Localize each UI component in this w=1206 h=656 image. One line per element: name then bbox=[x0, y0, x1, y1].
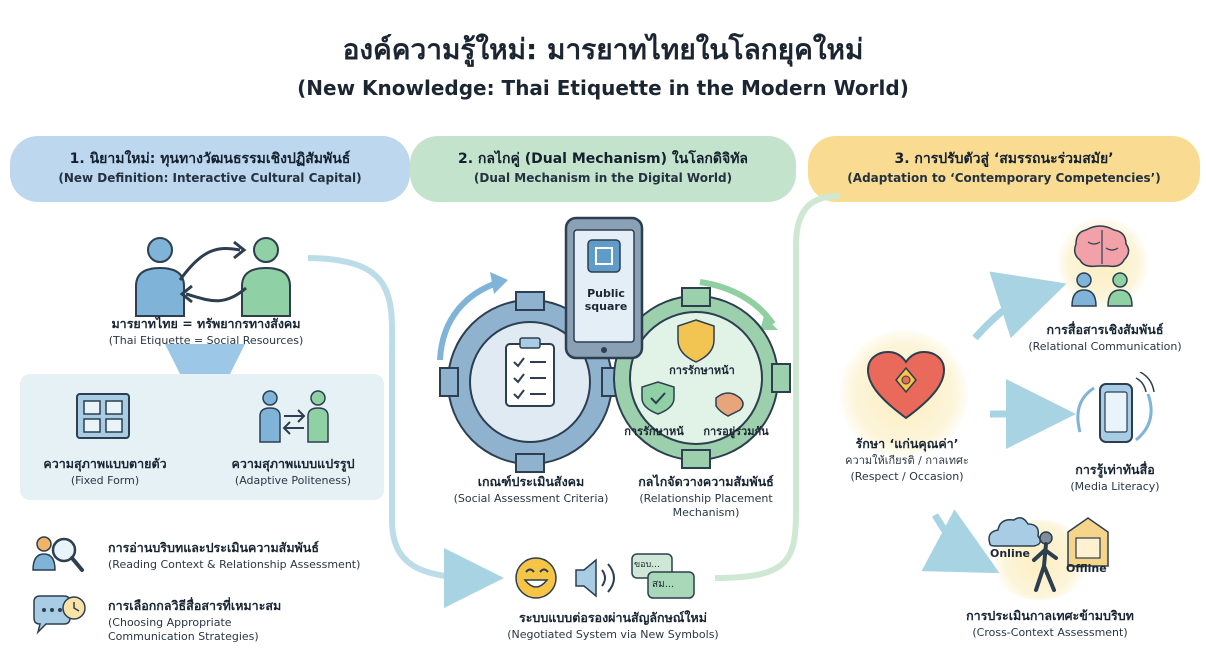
fixed-form-label-en: (Fixed Form) bbox=[70, 474, 140, 487]
core-value-label: รักษา ‘แก่นคุณค่า’ bbox=[855, 436, 959, 451]
choosing-strategies-label: การเลือกกลวิธีสื่อสารที่เหมาะสม bbox=[108, 598, 282, 613]
coexistence-label: การอยู่ร่วมกัน bbox=[703, 425, 769, 438]
connector-1-to-2 bbox=[304, 255, 504, 608]
fixed-grid-icon bbox=[76, 393, 130, 439]
section-1-title: 1. นิยามใหม่: ทุนทางวัฒนธรรมเชิงปฏิสัมพั… bbox=[69, 151, 351, 167]
bubble-text-1: ขอบ... bbox=[634, 560, 660, 570]
core-value-sub-en: (Respect / Occasion) bbox=[850, 470, 964, 483]
adaptive-label-en: (Adaptive Politeness) bbox=[234, 474, 352, 487]
adaptive-label: ความสุภาพแบบแปรรูป bbox=[231, 456, 355, 471]
cross-context-label: การประเมินกาลเทศะข้ามบริบท bbox=[966, 608, 1134, 623]
chat-bubbles-icon bbox=[631, 553, 695, 599]
media-literacy-label-en: (Media Literacy) bbox=[1070, 480, 1160, 493]
thai-etiquette-label-en: (Thai Etiquette = Social Resources) bbox=[108, 334, 304, 347]
people-exchange-icon bbox=[118, 228, 308, 318]
offline-label: Offline bbox=[1066, 562, 1107, 575]
negotiated-system-label: ระบบแบบต่อรองผ่านสัญลักษณ์ใหม่ bbox=[519, 610, 707, 625]
cross-context-label-en: (Cross-Context Assessment) bbox=[972, 626, 1128, 639]
choosing-strategies-label-en-1: (Choosing Appropriate bbox=[108, 616, 232, 629]
negotiated-system-label-en: (Negotiated System via New Symbols) bbox=[507, 628, 719, 641]
arrow-to-cross bbox=[921, 509, 1000, 574]
section-2-title: 2. กลไกคู่ (Dual Mechanism) ในโลกดิจิทัล bbox=[457, 151, 749, 167]
symbols-row bbox=[515, 553, 695, 599]
media-phone-icon bbox=[1076, 372, 1155, 443]
section-1-header: 1. นิยามใหม่: ทุนทางวัฒนธรรมเชิงปฏิสัมพั… bbox=[10, 136, 410, 202]
core-value-sub: ความให้เกียรติ / กาลเทศะ bbox=[845, 454, 969, 467]
section-2-header: 2. กลไกคู่ (Dual Mechanism) ในโลกดิจิทัล… bbox=[410, 136, 796, 202]
cloud-icon bbox=[988, 517, 1041, 547]
relationship-placement-label: กลไกจัดวางความสัมพันธ์ bbox=[638, 474, 774, 489]
media-literacy-label: การรู้เท่าทันสื่อ bbox=[1075, 462, 1155, 477]
relational-communication-label: การสื่อสารเชิงสัมพันธ์ bbox=[1046, 322, 1164, 337]
heart-icon bbox=[866, 350, 946, 420]
arrow-to-relational bbox=[972, 271, 1067, 341]
relationship-placement-label-en-1: (Relationship Placement bbox=[639, 492, 773, 505]
page-subtitle: (New Knowledge: Thai Etiquette in the Mo… bbox=[297, 76, 909, 100]
online-offline-icon bbox=[988, 517, 1109, 592]
chat-clock-icon bbox=[33, 595, 86, 635]
relational-communication-label-en: (Relational Communication) bbox=[1028, 340, 1182, 353]
building-icon bbox=[1067, 517, 1109, 567]
page-title: องค์ความรู้ใหม่: มารยาทไทยในโลกยุคใหม่ bbox=[342, 33, 864, 66]
section-3-header: 3. การปรับตัวสู่ ‘สมรรถนะร่วมสมัย’ (Adap… bbox=[808, 136, 1200, 202]
phone-text-line1: Public bbox=[587, 287, 625, 300]
phone-text-line2: square bbox=[584, 300, 628, 313]
relationship-placement-label-en-2: Mechanism) bbox=[672, 506, 740, 519]
dual-mechanism-illustration bbox=[437, 216, 791, 473]
online-label: Online bbox=[990, 547, 1031, 560]
bubble-text-2: สม... bbox=[652, 579, 675, 590]
social-criteria-label: เกณฑ์ประเมินสังคม bbox=[477, 474, 585, 489]
connector-2-to-3 bbox=[714, 193, 841, 581]
face-saving-label: การรักษาหน้า bbox=[669, 364, 735, 377]
section-1-title-en: (New Definition: Interactive Cultural Ca… bbox=[58, 171, 362, 185]
section-2-title-en: (Dual Mechanism in the Digital World) bbox=[473, 171, 733, 185]
magnifier-people-icon bbox=[32, 536, 84, 572]
speaker-icon bbox=[575, 558, 615, 598]
section-3-title-en: (Adaptation to ‘Contemporary Competencie… bbox=[847, 171, 1161, 185]
smiley-emoji-icon bbox=[515, 557, 557, 599]
brain-people-icon bbox=[1071, 225, 1133, 307]
relationship-placement-gear-icon bbox=[613, 287, 791, 469]
choosing-strategies-label-en-2: Communication Strategies) bbox=[108, 630, 259, 643]
section-3-title: 3. การปรับตัวสู่ ‘สมรรถนะร่วมสมัย’ bbox=[894, 151, 1114, 167]
walking-person-icon bbox=[1032, 531, 1058, 592]
fixed-form-label: ความสุภาพแบบตายตัว bbox=[43, 456, 167, 471]
reading-context-label-en: (Reading Context & Relationship Assessme… bbox=[108, 558, 361, 571]
phone-text: Public square bbox=[568, 287, 644, 313]
smartphone-icon bbox=[564, 216, 644, 360]
reading-context-label: การอ่านบริบทและประเมินความสัมพันธ์ bbox=[108, 540, 319, 555]
face-saving-label-2: การรักษาหน้ bbox=[624, 425, 684, 438]
social-criteria-label-en: (Social Assessment Criteria) bbox=[453, 492, 609, 505]
adaptive-people-icon bbox=[259, 390, 329, 443]
thai-etiquette-label: มารยาทไทย = ทรัพยากรทางสังคม bbox=[111, 316, 301, 331]
